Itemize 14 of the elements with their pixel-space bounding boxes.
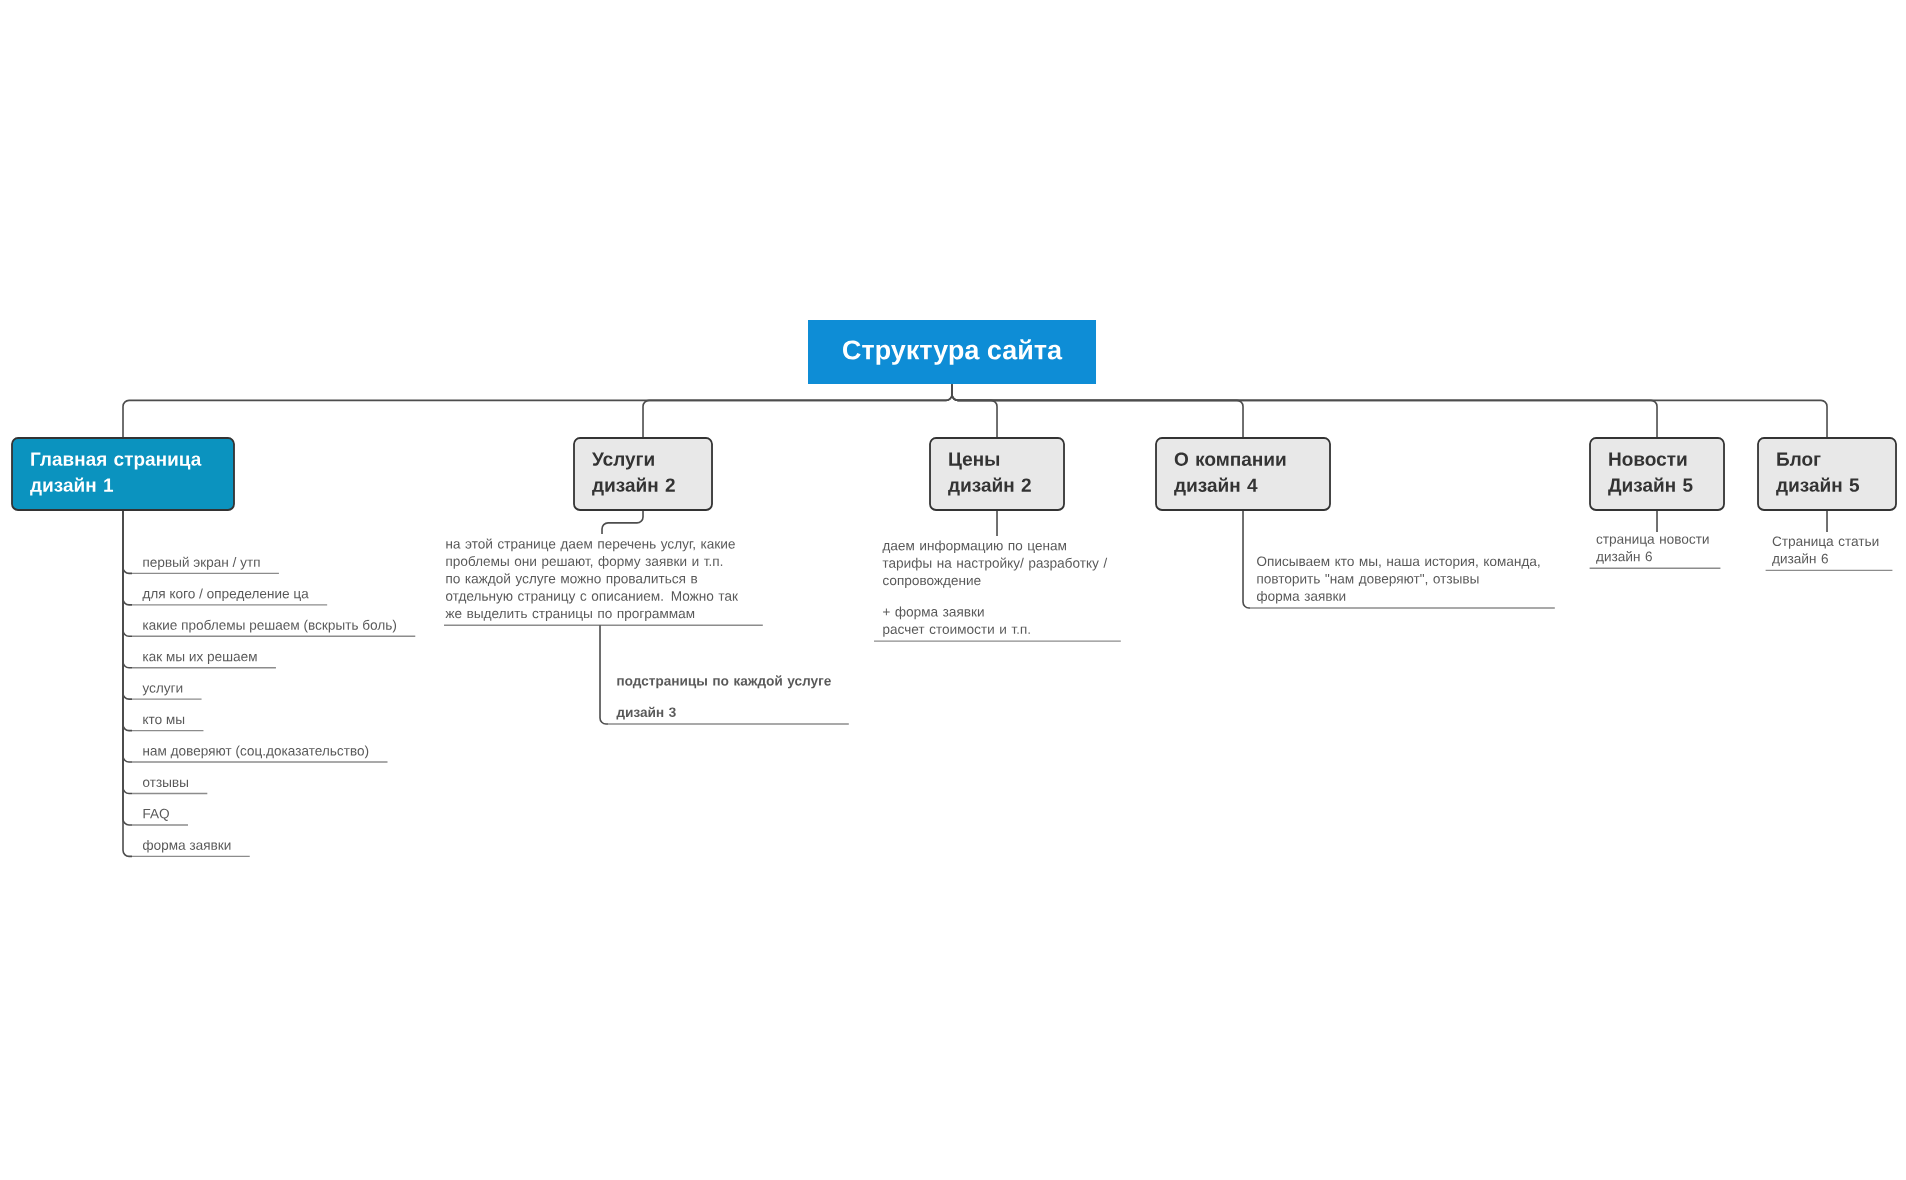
connector-line: [1656, 510, 1658, 533]
connector-line: [601, 510, 644, 535]
connector-line: [951, 383, 1828, 438]
topic-box: Главная страница дизайн 1: [11, 437, 235, 511]
connector-line: [599, 624, 609, 725]
topic-box: Цены дизайн 2: [929, 437, 1065, 511]
topic-box: Услуги дизайн 2: [573, 437, 713, 511]
topic-box: О компании дизайн 4: [1155, 437, 1331, 511]
topic-box: Новости Дизайн 5: [1589, 437, 1725, 511]
connector-line: [1242, 510, 1251, 609]
topic-box: Блог дизайн 5: [1757, 437, 1897, 511]
connector-line: [1826, 510, 1828, 533]
connector-line: [996, 510, 998, 537]
central-topic-box: Структура сайта: [808, 320, 1096, 384]
